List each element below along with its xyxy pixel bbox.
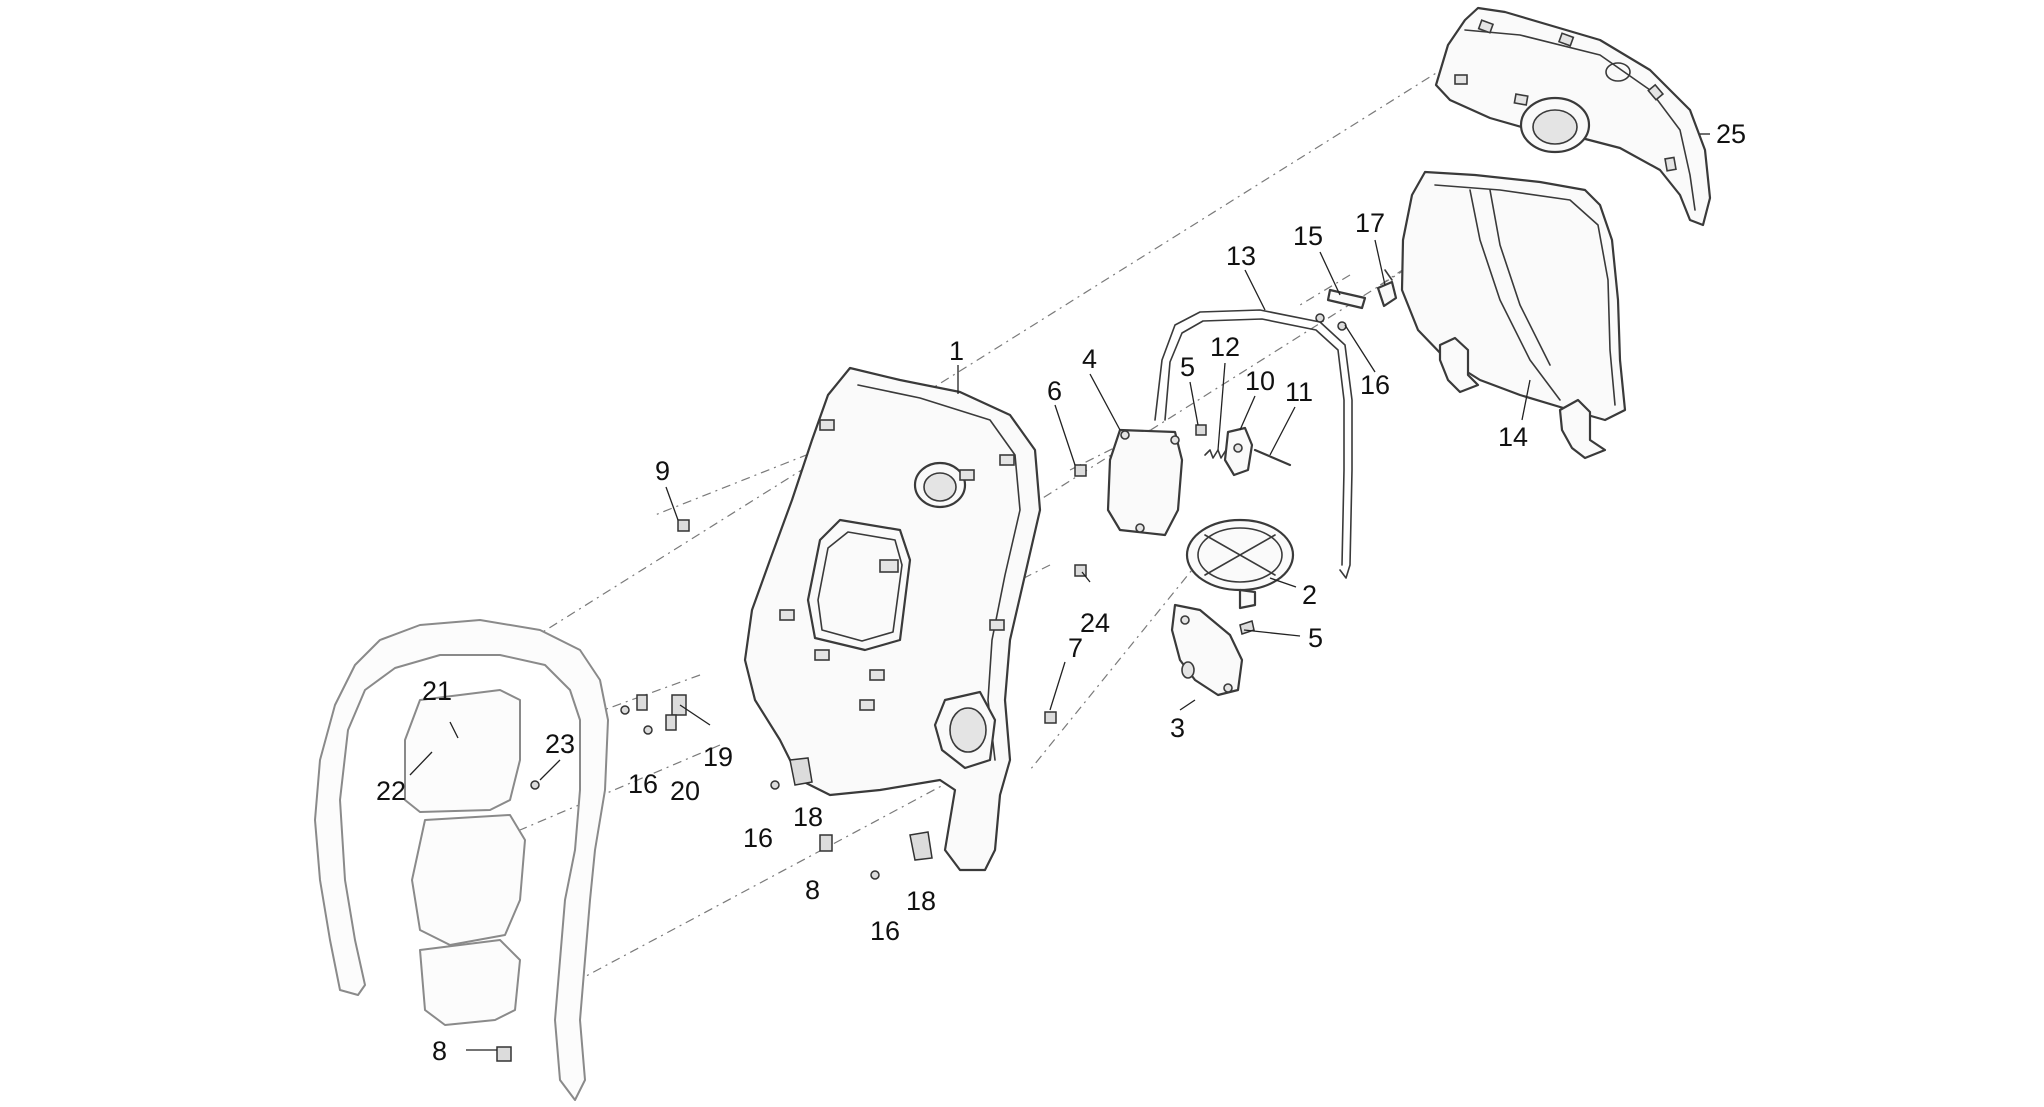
part-4-panel xyxy=(1106,428,1184,537)
callout-18a: 18 xyxy=(793,802,823,832)
callout-16d: 16 xyxy=(870,916,900,946)
part-6-clip xyxy=(1074,464,1087,477)
callout-8b: 8 xyxy=(432,1036,447,1066)
part-5-screw-b xyxy=(1239,620,1255,635)
callout-15: 15 xyxy=(1293,221,1323,251)
callout-10: 10 xyxy=(1245,366,1275,396)
part-7-clip xyxy=(1044,711,1057,724)
part-20-clip-b xyxy=(665,714,677,731)
callout-14: 14 xyxy=(1498,422,1528,452)
callout-17: 17 xyxy=(1355,208,1385,238)
callout-9: 9 xyxy=(655,456,670,486)
callout-1: 1 xyxy=(949,336,964,366)
part-16-screw-a xyxy=(620,705,630,715)
callout-labels: 1 2 3 4 5 5 6 7 8 8 9 10 11 12 13 14 15 … xyxy=(376,119,1746,1066)
callout-16c: 16 xyxy=(743,823,773,853)
callout-24: 24 xyxy=(1080,608,1110,638)
callout-21: 21 xyxy=(422,676,452,706)
part-8-nut-a xyxy=(819,834,833,852)
part-17-spring-clip xyxy=(1376,269,1398,308)
part-18-clip-b xyxy=(909,831,933,861)
callout-22: 22 xyxy=(376,776,406,806)
callout-2: 2 xyxy=(1302,580,1317,610)
part-16-screw-d xyxy=(870,870,880,880)
part-3-cover xyxy=(1170,603,1244,697)
part-16-screw-b xyxy=(643,725,653,735)
callout-13: 13 xyxy=(1226,241,1256,271)
part-18-clip-a xyxy=(789,757,813,786)
callout-20: 20 xyxy=(670,776,700,806)
part-1-main-body xyxy=(743,366,1042,872)
callout-7: 7 xyxy=(1068,633,1083,663)
part-5-screw-a xyxy=(1195,424,1207,436)
callout-18b: 18 xyxy=(906,886,936,916)
part-11-pin xyxy=(1253,448,1292,467)
part-25-rear-cover xyxy=(1434,6,1712,227)
callout-8a: 8 xyxy=(805,875,820,905)
part-13-seal-strip xyxy=(1154,309,1353,579)
part-2-vent xyxy=(1185,518,1295,610)
part-9-nut xyxy=(677,519,690,532)
part-20-clip-a xyxy=(636,694,648,711)
part-19-bracket xyxy=(671,694,687,716)
part-10-latch xyxy=(1223,426,1254,477)
front-fairing xyxy=(314,619,609,1101)
part-15-bracket xyxy=(1315,288,1367,331)
callout-25: 25 xyxy=(1716,119,1746,149)
callout-16b: 16 xyxy=(628,769,658,799)
callout-5b: 5 xyxy=(1308,623,1323,653)
part-23-nut xyxy=(530,780,540,790)
callout-6: 6 xyxy=(1047,376,1062,406)
callout-4: 4 xyxy=(1082,344,1097,374)
callout-23: 23 xyxy=(545,729,575,759)
callout-16a: 16 xyxy=(1360,370,1390,400)
part-8-nut-b xyxy=(496,1046,512,1062)
callout-12: 12 xyxy=(1210,332,1240,362)
callout-5a: 5 xyxy=(1180,352,1195,382)
callout-3: 3 xyxy=(1170,713,1185,743)
callout-19: 19 xyxy=(703,742,733,772)
part-24-clip xyxy=(1074,564,1087,577)
leader-lines xyxy=(409,133,1710,1051)
part-14-leg-shield xyxy=(1400,170,1627,460)
part-12-spring xyxy=(1204,449,1227,459)
part-16-screw-c xyxy=(770,780,780,790)
callout-11: 11 xyxy=(1285,377,1313,407)
